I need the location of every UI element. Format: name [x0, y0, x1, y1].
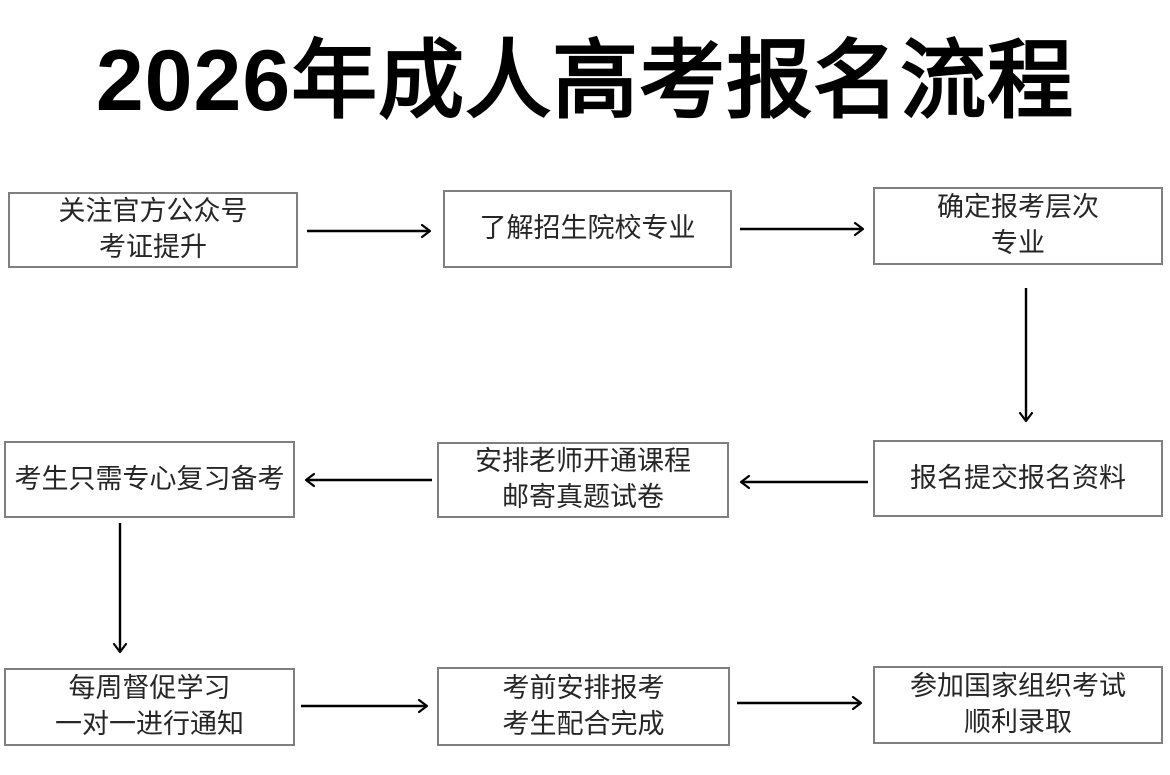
flow-step-follow-official-account: 关注官方公众号 考证提升	[8, 192, 298, 268]
flow-step-text-line: 考证提升	[99, 232, 207, 262]
flow-step-text-line: 报名提交报名资料	[910, 462, 1126, 493]
flow-step-text-line: 邮寄真题试卷	[502, 482, 664, 512]
flow-step-text-line: 安排老师开通课程	[475, 446, 691, 477]
flow-step-text-line: 每周督促学习	[68, 673, 231, 704]
flow-step-pre-exam-arrangement: 考前安排报考 考生配合完成	[437, 667, 730, 746]
flow-step-text-line: 考生配合完成	[502, 708, 665, 739]
flow-step-text-line: 顺利录取	[964, 707, 1072, 737]
flow-step-learn-schools-majors: 了解招生院校专业	[443, 190, 732, 268]
flow-step-text-line: 确定报考层次	[937, 192, 1099, 223]
flow-step-text-line: 一对一进行通知	[55, 709, 244, 739]
flow-step-text-line: 参加国家组织考试	[910, 671, 1126, 702]
flow-step-determine-level-major: 确定报考层次 专业	[873, 187, 1163, 265]
flow-step-national-exam-admission: 参加国家组织考试 顺利录取	[873, 666, 1163, 744]
flow-step-text-line: 考前安排报考	[502, 672, 665, 703]
flow-step-text-line: 了解招生院校专业	[479, 213, 696, 244]
flow-step-focus-on-review: 考生只需专心复习备考	[4, 441, 295, 518]
flow-step-weekly-study-supervision: 每周督促学习 一对一进行通知	[4, 668, 295, 746]
flow-step-teacher-courses-papers: 安排老师开通课程 邮寄真题试卷	[437, 442, 729, 518]
flow-step-text-line: 关注官方公众号	[58, 196, 248, 227]
flow-step-text-line: 专业	[991, 228, 1045, 258]
flow-step-text-line: 考生只需专心复习备考	[14, 463, 285, 494]
page-title: 2026年成人高考报名流程	[95, 33, 1075, 129]
flow-step-submit-registration: 报名提交报名资料	[873, 440, 1163, 517]
